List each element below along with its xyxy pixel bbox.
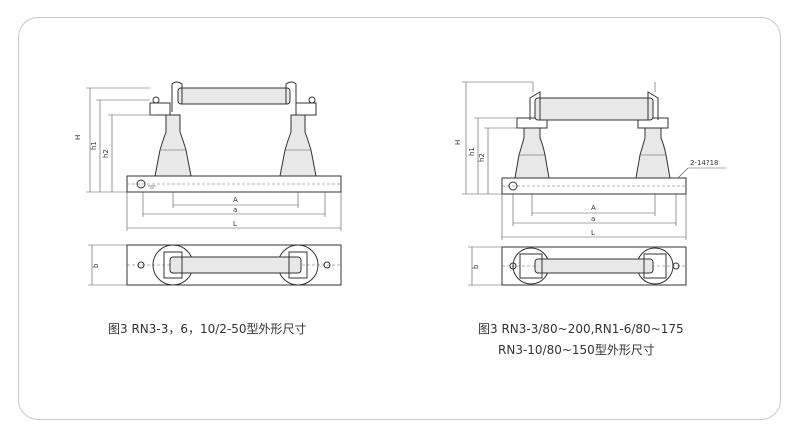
drawing-frame	[18, 17, 781, 420]
right-dim-A: A	[591, 204, 596, 212]
right-dim-L: L	[591, 229, 595, 237]
left-dim-h1: h1	[90, 141, 98, 150]
right-top-view	[468, 246, 687, 286]
left-insulator-2	[279, 114, 317, 177]
right-dim-h1: h1	[468, 147, 476, 156]
left-dim-A: A	[233, 196, 238, 204]
left-dim-a: a	[233, 206, 237, 214]
left-dim-b: b	[92, 263, 100, 268]
right-dim-h2: h2	[478, 153, 486, 162]
left-insulator-1	[154, 114, 192, 177]
right-insulator-1	[514, 127, 550, 179]
right-dim-H: H	[454, 140, 462, 145]
left-top-view	[88, 244, 342, 286]
right-caption-line2: RN3-10/80~150型外形尺寸	[498, 343, 655, 357]
left-fuse-tube	[177, 87, 291, 105]
right-fuse-tube	[534, 97, 654, 121]
right-dim-a: a	[591, 215, 595, 223]
left-dim-h2: h2	[102, 149, 110, 158]
left-ground-bolt	[136, 179, 146, 189]
right-caption-line1: 图3 RN3-3/80~200,RN1-6/80~175	[478, 322, 684, 336]
right-dim-b: b	[472, 264, 480, 269]
left-caption: 图3 RN3-3，6，10/2-50型外形尺寸	[108, 322, 307, 336]
right-front-view	[462, 81, 726, 240]
left-dim-L: L	[233, 220, 237, 228]
left-front-view	[86, 81, 342, 231]
right-hole-label: 2-14?18	[690, 159, 719, 167]
left-dim-H: H	[74, 135, 82, 140]
right-insulator-2	[635, 127, 671, 179]
